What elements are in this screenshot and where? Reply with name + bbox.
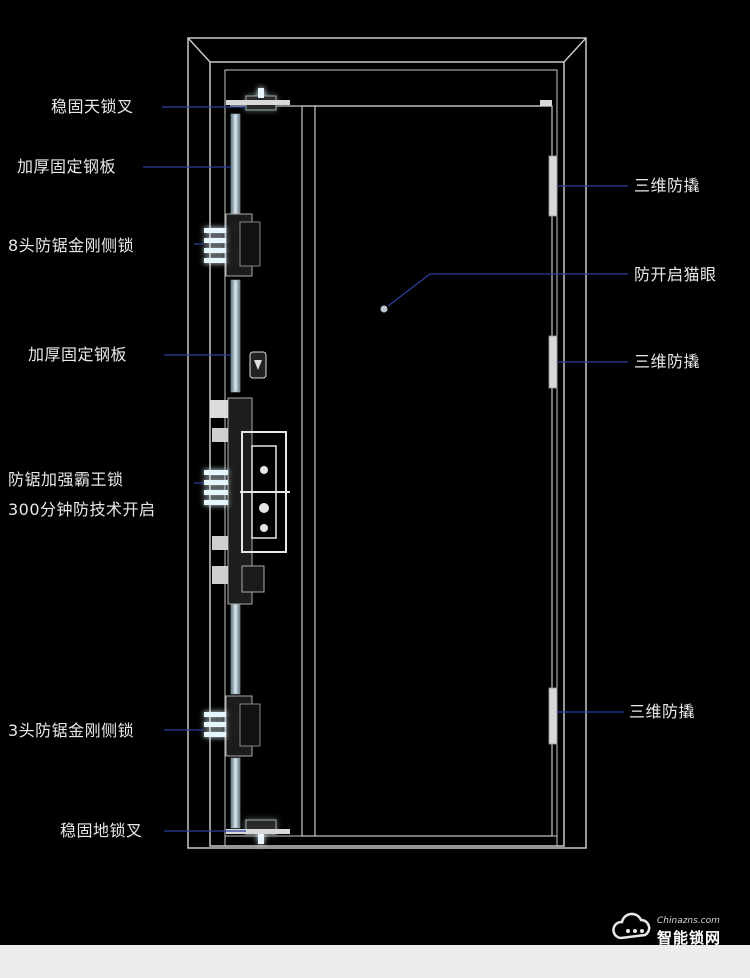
- callout-steel-plate-upper: 加厚固定钢板: [17, 157, 117, 176]
- watermark-site: Chinazns.com: [657, 916, 720, 926]
- steel-plate-mid: [230, 279, 241, 393]
- watermark-name: 智能锁网: [657, 929, 722, 947]
- callout-3-head-side-lock: 3头防锯金刚侧锁: [8, 721, 135, 740]
- lower-side-lock: [204, 695, 261, 757]
- watermark-logo: [611, 912, 731, 946]
- door-frame: [187, 37, 587, 849]
- callout-peephole: 防开启猫眼: [634, 265, 717, 284]
- callout-main-lock: 防锯加强霸王锁: [8, 470, 124, 489]
- door-diagram: [143, 37, 628, 849]
- steel-plate-upper: [230, 113, 241, 215]
- door-leaf: [230, 105, 553, 837]
- cloud-icon: [612, 912, 651, 940]
- callout-top-bolt: 稳固天锁叉: [51, 97, 134, 116]
- callout-hinge-lower: 三维防撬: [629, 702, 696, 721]
- top-bolt: [245, 88, 277, 111]
- bottom-strip: [0, 945, 750, 978]
- lock-cylinder: [249, 351, 267, 379]
- callout-bottom-bolt: 稳固地锁叉: [60, 821, 143, 840]
- peephole-dot: [380, 305, 388, 313]
- callout-300-minutes: 300分钟防技术开启: [8, 500, 156, 519]
- hinges: [548, 155, 558, 745]
- callout-hinge-upper: 三维防撬: [634, 176, 701, 195]
- callout-8-head-side-lock: 8头防锯金刚侧锁: [8, 236, 135, 255]
- callout-steel-plate-mid: 加厚固定钢板: [28, 345, 128, 364]
- main-lock: [204, 397, 290, 605]
- diagram-stage: 稳固天锁叉 加厚固定钢板 8头防锯金刚侧锁 加厚固定钢板 防锯加强霸王锁 300…: [8, 37, 731, 947]
- steel-plate-lower: [230, 603, 241, 695]
- callout-hinge-mid: 三维防撬: [634, 352, 701, 371]
- upper-side-lock: [204, 213, 261, 277]
- leader-lines: [143, 106, 628, 832]
